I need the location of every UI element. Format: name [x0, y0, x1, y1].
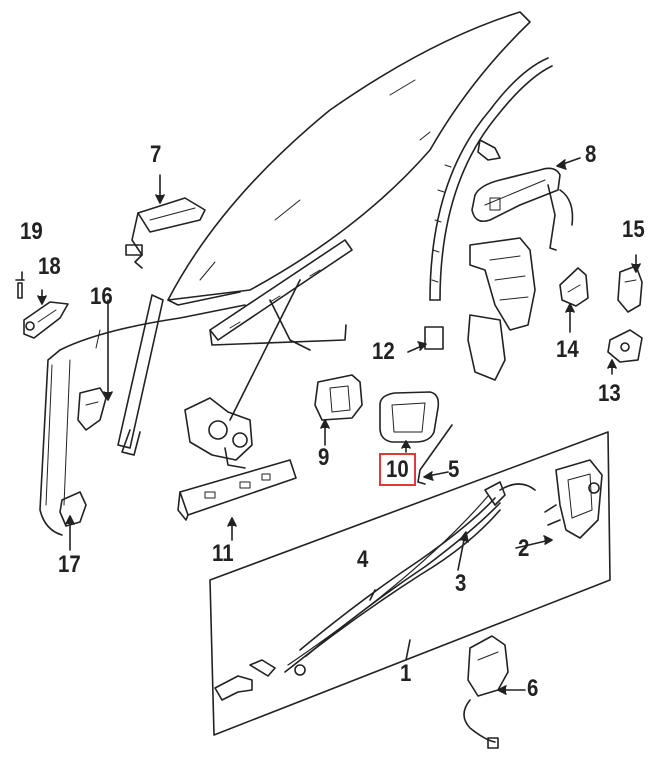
callout-6[interactable]: 6 — [527, 675, 539, 702]
door-bumper — [617, 265, 643, 313]
callout-4[interactable]: 4 — [357, 546, 369, 573]
control-cables — [214, 481, 536, 701]
callout-9[interactable]: 9 — [318, 444, 330, 471]
door-shell — [39, 304, 246, 536]
door-latch — [544, 459, 603, 539]
door-handle-assembly — [471, 139, 574, 251]
inside-handle-bezel — [379, 391, 440, 443]
door-check-link — [23, 301, 69, 339]
leader-lines — [21, 157, 641, 695]
striker-shim — [607, 329, 643, 363]
callout-8[interactable]: 8 — [585, 141, 597, 168]
callout-2[interactable]: 2 — [518, 535, 530, 562]
callout-3[interactable]: 3 — [455, 570, 467, 597]
callout-17[interactable]: 17 — [58, 551, 81, 578]
outside-handle — [125, 197, 206, 269]
callout-10[interactable]: 10 — [386, 456, 409, 483]
callout-15[interactable]: 15 — [622, 216, 645, 243]
latch-assembly-upper — [467, 237, 536, 381]
lower-hinge — [59, 491, 87, 527]
callout-13[interactable]: 13 — [598, 380, 621, 407]
cable-panel — [209, 431, 611, 736]
upper-hinge — [77, 387, 107, 431]
striker — [559, 267, 589, 307]
callout-5[interactable]: 5 — [448, 456, 460, 483]
callout-19[interactable]: 19 — [20, 218, 43, 245]
callout-11[interactable]: 11 — [212, 540, 234, 567]
door-glass — [167, 11, 531, 306]
clip-block — [424, 326, 444, 350]
glass-run-channel — [429, 57, 553, 301]
highlight-box-callout-10 — [379, 453, 416, 486]
callout-18[interactable]: 18 — [38, 253, 61, 280]
callout-1[interactable]: 1 — [400, 660, 412, 687]
lock-rod — [417, 424, 453, 485]
lock-actuator — [463, 635, 509, 749]
callout-14[interactable]: 14 — [556, 336, 579, 363]
bolt — [15, 279, 25, 299]
callout-16[interactable]: 16 — [90, 283, 113, 310]
handle-bracket — [314, 374, 363, 421]
callout-12[interactable]: 12 — [372, 338, 395, 365]
callout-7[interactable]: 7 — [150, 141, 162, 168]
mounting-plate — [177, 459, 297, 521]
window-regulator — [117, 239, 353, 469]
